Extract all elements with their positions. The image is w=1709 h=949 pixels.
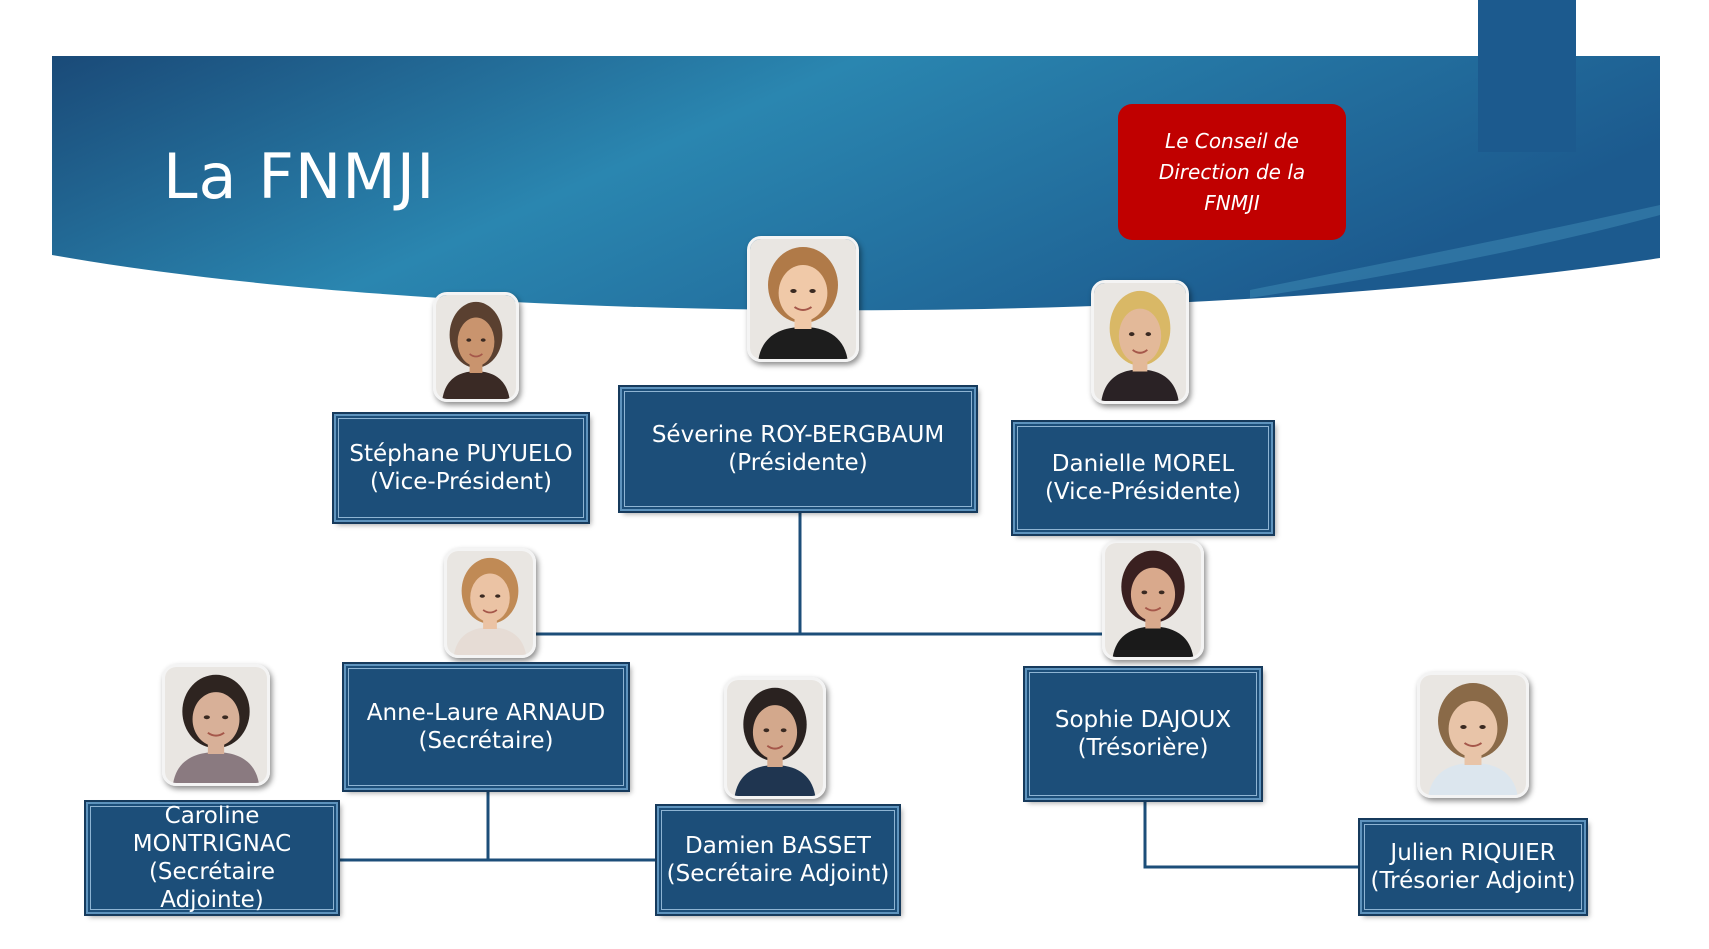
badge-line-3: FNMJI — [1204, 190, 1260, 215]
member-name: Sophie DAJOUX — [1054, 707, 1232, 733]
member-role: (Secrétaire Adjointe) — [148, 859, 276, 913]
avatar-danielle — [1091, 280, 1189, 404]
member-role: (Vice-Présidente) — [1044, 479, 1242, 505]
member-name: Caroline MONTRIGNAC — [132, 803, 292, 857]
avatar-damien — [724, 677, 826, 799]
badge-line-1: Le Conseil de — [1165, 128, 1299, 153]
member-name: Danielle MOREL — [1051, 451, 1235, 477]
portrait-graphic — [727, 680, 823, 796]
badge-line-2: Direction de la — [1158, 159, 1306, 184]
portrait-graphic — [436, 295, 516, 399]
member-role: (Trésorier Adjoint) — [1370, 868, 1576, 894]
member-role: (Trésorière) — [1077, 735, 1209, 761]
member-box-damien: Damien BASSET (Secrétaire Adjoint) — [655, 804, 901, 916]
avatar-severine — [747, 236, 859, 362]
council-badge: Le Conseil de Direction de la FNMJI — [1118, 104, 1346, 240]
avatar-sophie — [1102, 540, 1204, 660]
member-box-stephane: Stéphane PUYUELO (Vice-Président) — [332, 412, 590, 524]
member-name: Séverine ROY-BERGBAUM — [651, 422, 945, 448]
member-role: (Vice-Président) — [370, 469, 552, 495]
connector-secretaire-to-adjoints — [338, 790, 657, 862]
member-box-julien: Julien RIQUIER (Trésorier Adjoint) — [1358, 818, 1588, 916]
member-role: (Secrétaire) — [418, 728, 554, 754]
member-name: Anne-Laure ARNAUD — [366, 700, 606, 726]
member-role: (Présidente) — [728, 450, 868, 476]
avatar-julien — [1417, 672, 1529, 798]
member-box-severine: Séverine ROY-BERGBAUM (Présidente) — [618, 385, 978, 513]
portrait-graphic — [165, 667, 267, 783]
portrait-graphic — [750, 239, 856, 359]
member-box-sophie: Sophie DAJOUX (Trésorière) — [1023, 666, 1263, 802]
member-name: Julien RIQUIER — [1390, 840, 1556, 866]
portrait-graphic — [447, 551, 533, 655]
connector-tresoriere-to-adjoint — [1143, 800, 1360, 869]
page-title: La FNMJI — [163, 140, 436, 213]
avatar-annelaure — [444, 548, 536, 658]
member-name: Damien BASSET — [685, 833, 871, 859]
member-box-caroline: Caroline MONTRIGNAC (Secrétaire Adjointe… — [84, 800, 340, 916]
member-name: Stéphane PUYUELO — [349, 441, 573, 467]
portrait-graphic — [1094, 283, 1186, 401]
member-box-danielle: Danielle MOREL (Vice-Présidente) — [1011, 420, 1275, 536]
connector-president-to-level2 — [488, 512, 1145, 636]
portrait-graphic — [1105, 543, 1201, 657]
portrait-graphic — [1420, 675, 1526, 795]
avatar-stephane — [433, 292, 519, 402]
member-role: (Secrétaire Adjoint) — [666, 861, 890, 887]
member-box-annelaure: Anne-Laure ARNAUD (Secrétaire) — [342, 662, 630, 792]
avatar-caroline — [162, 664, 270, 786]
